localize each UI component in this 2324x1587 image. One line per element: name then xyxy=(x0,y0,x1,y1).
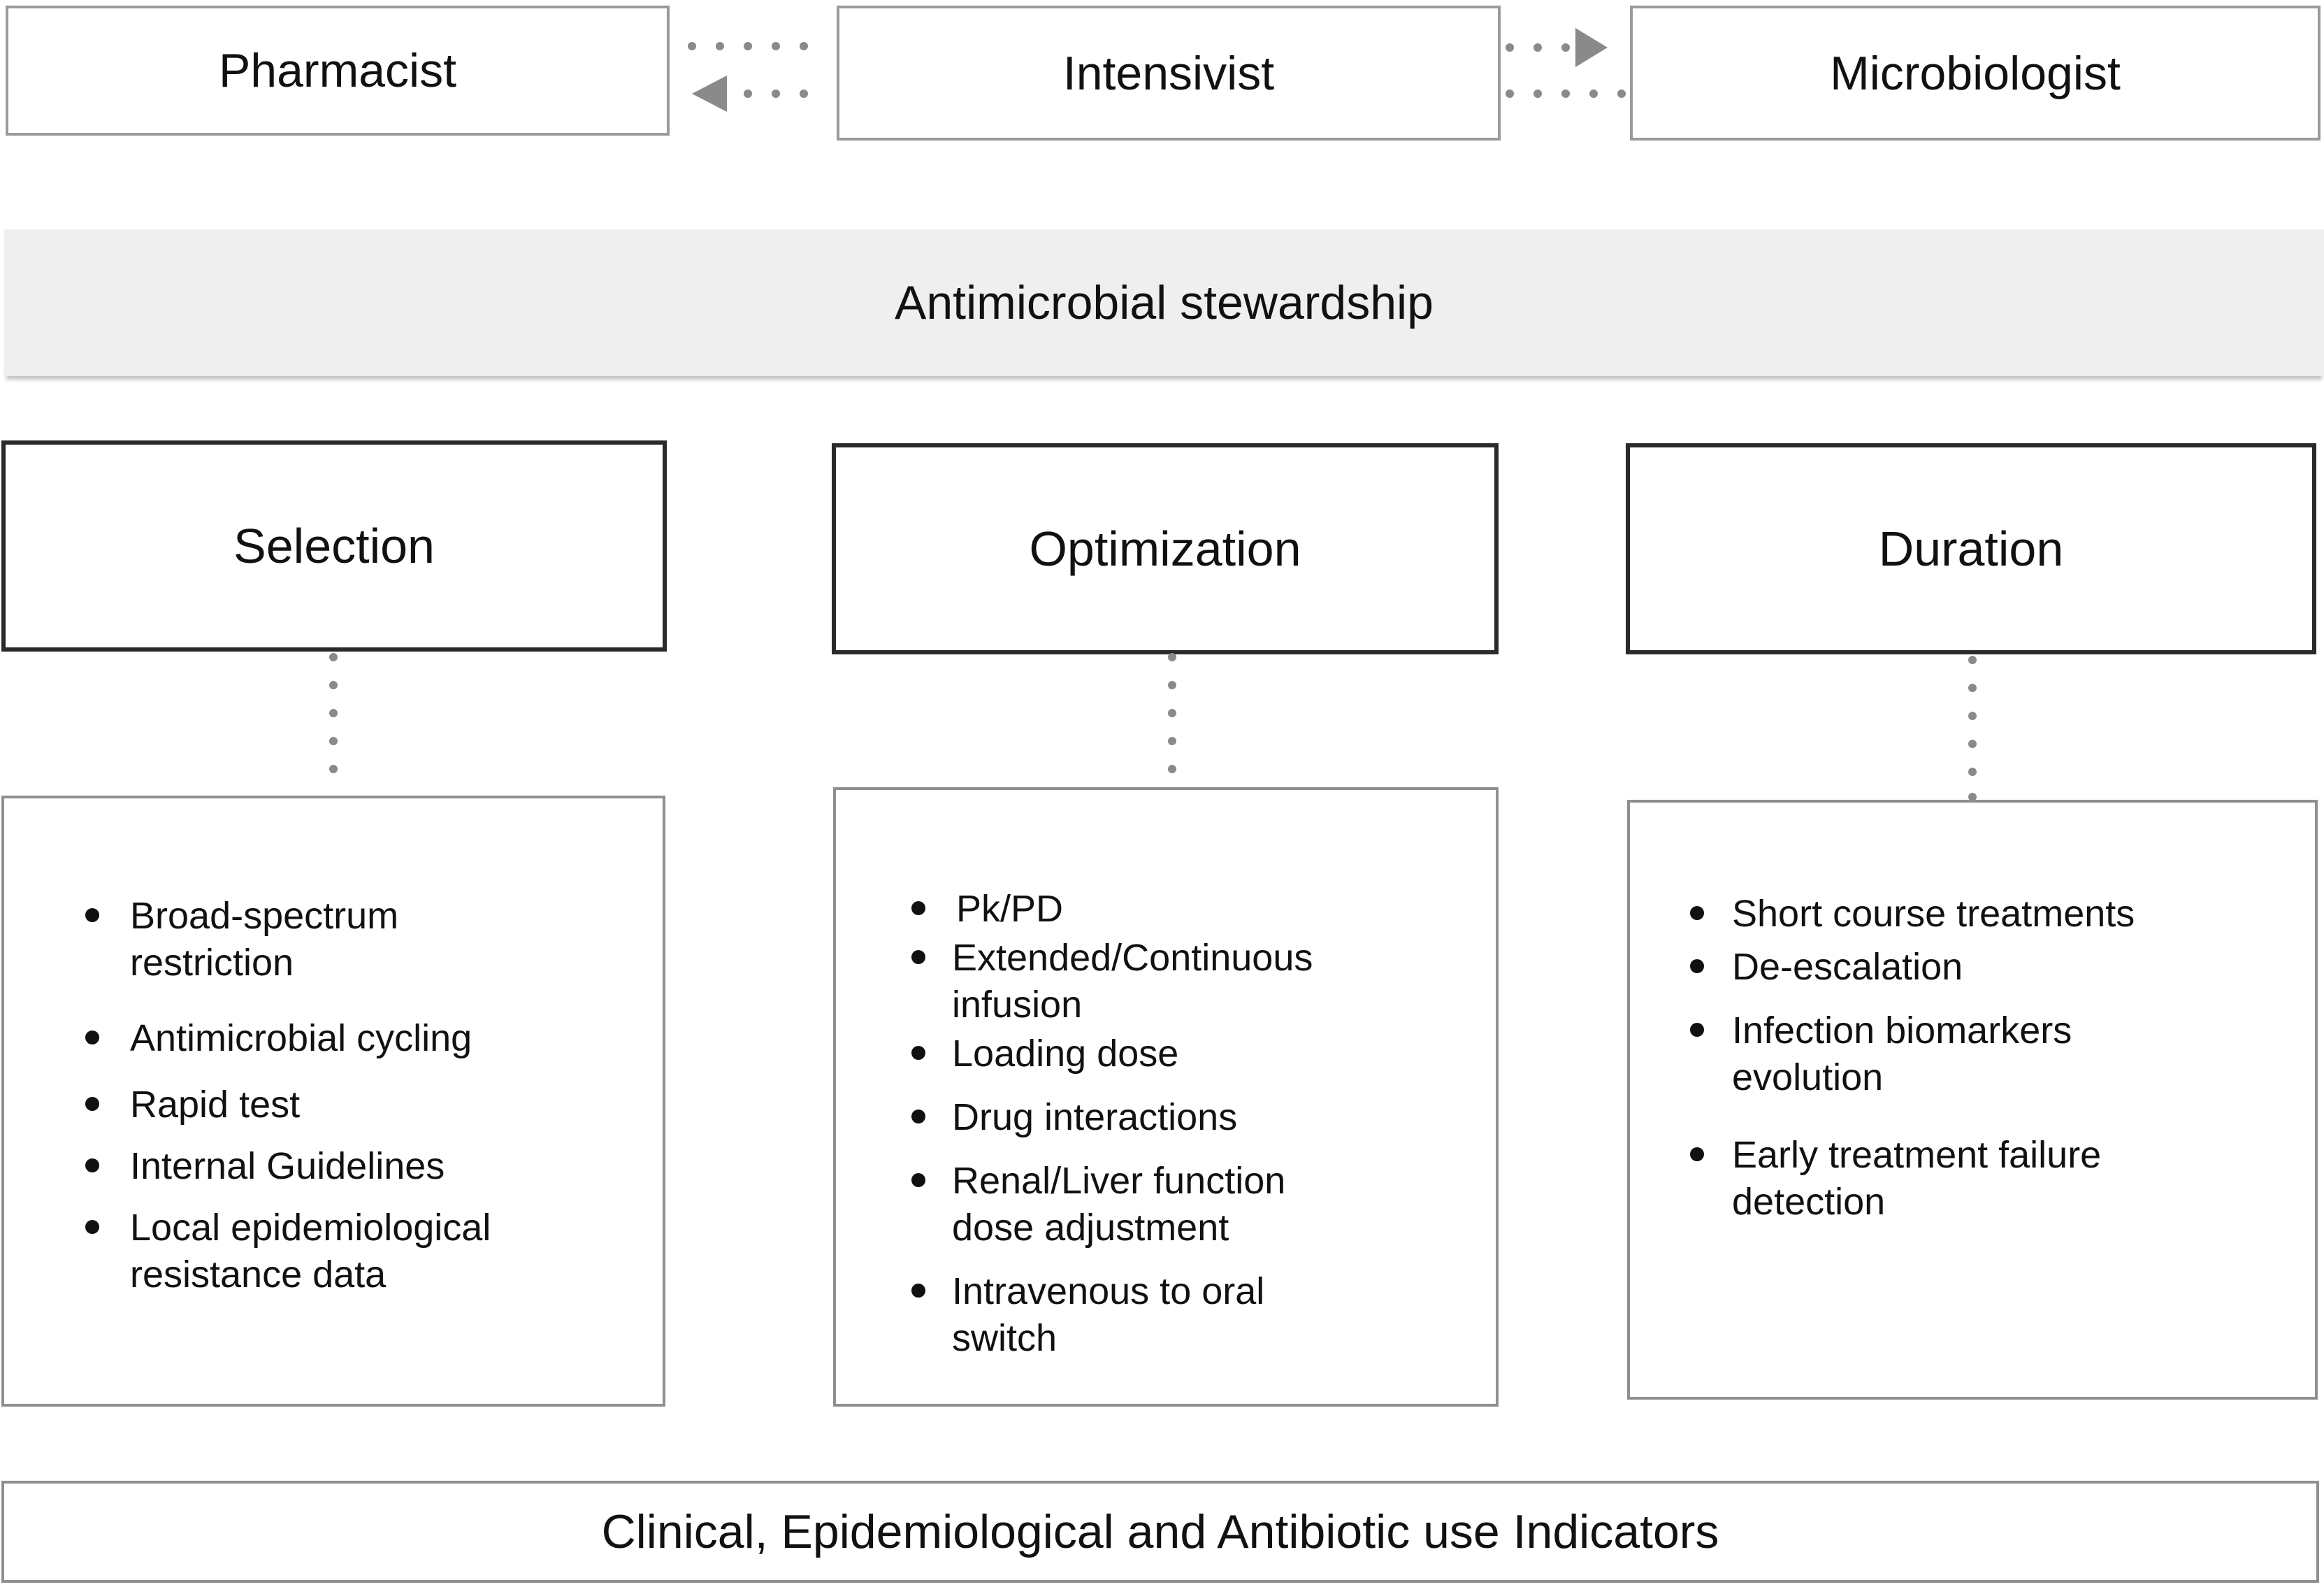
list-item: Renal/Liver function dose adjustment xyxy=(911,1158,1469,1251)
bullet-icon xyxy=(85,1031,99,1044)
dotted-connector-duration xyxy=(1968,656,1977,801)
microbiologist-box: Microbiologist xyxy=(1630,6,2321,141)
list-item-text: Rapid test xyxy=(130,1084,301,1126)
list-item-text: Broad-spectrum restriction xyxy=(130,895,399,984)
list-item-text: Internal Guidelines xyxy=(130,1145,445,1187)
bullet-icon xyxy=(1690,906,1704,920)
list-item-text: Local epidemiological resistance data xyxy=(130,1207,491,1295)
bullet-icon xyxy=(1690,1147,1704,1161)
list-item-text: Drug interactions xyxy=(952,1096,1238,1138)
bullet-icon xyxy=(85,1158,99,1172)
bullet-icon xyxy=(1690,959,1704,973)
list-item: Extended/Continuous infusion xyxy=(911,935,1469,1028)
optimization-list: Pk/PD Extended/Continuous infusion Loadi… xyxy=(911,886,1469,1362)
list-item-text: Renal/Liver function dose adjustment xyxy=(952,1160,1286,1249)
arrow-right-icon xyxy=(1575,28,1608,67)
bullet-icon xyxy=(85,1220,99,1234)
intensivist-box: Intensivist xyxy=(837,6,1501,141)
list-item: Pk/PD xyxy=(911,886,1469,933)
list-item-text: Extended/Continuous infusion xyxy=(952,937,1313,1026)
dotted-connector-optimization xyxy=(1168,653,1176,773)
selection-title: Selection xyxy=(233,519,435,573)
list-item-text: Antimicrobial cycling xyxy=(130,1017,472,1059)
list-item-text: Pk/PD xyxy=(956,888,1064,930)
list-item: Broad-spectrum restriction xyxy=(85,893,647,986)
intensivist-label: Intensivist xyxy=(1062,46,1275,100)
dotted-connector-selection xyxy=(329,653,338,773)
selection-details-box: Broad-spectrum restriction Antimicrobial… xyxy=(1,796,665,1407)
pharmacist-box: Pharmacist xyxy=(6,6,670,136)
list-item-text: Early treatment failure detection xyxy=(1732,1134,2102,1223)
bullet-icon xyxy=(911,1173,925,1187)
list-item: Early treatment failure detection xyxy=(1690,1132,2291,1226)
list-item: Drug interactions xyxy=(911,1094,1469,1141)
optimization-title: Optimization xyxy=(1029,522,1301,576)
selection-list: Broad-spectrum restriction Antimicrobial… xyxy=(85,893,647,1298)
list-item-text: De-escalation xyxy=(1732,946,1963,988)
dotted-connector-intensivist-microbiologist xyxy=(1506,28,1626,98)
optimization-header: Optimization xyxy=(832,443,1499,654)
list-item-text: Intravenous to oral switch xyxy=(952,1270,1265,1359)
duration-details-box: Short course treatments De-escalation In… xyxy=(1627,800,2318,1400)
duration-header: Duration xyxy=(1626,443,2316,654)
pharmacist-label: Pharmacist xyxy=(218,44,457,97)
microbiologist-label: Microbiologist xyxy=(1830,46,2121,100)
bullet-icon xyxy=(1690,1023,1704,1037)
list-item: Intravenous to oral switch xyxy=(911,1268,1469,1362)
list-item: De-escalation xyxy=(1690,944,2291,991)
bullet-icon xyxy=(85,908,99,922)
list-item: Loading dose xyxy=(911,1031,1469,1077)
stewardship-banner: Antimicrobial stewardship xyxy=(4,229,2324,376)
list-item: Local epidemiological resistance data xyxy=(85,1205,647,1298)
arrow-left-icon xyxy=(692,76,727,112)
bullet-icon xyxy=(911,1284,925,1298)
list-item: Short course treatments xyxy=(1690,891,2291,938)
bullet-icon xyxy=(911,1046,925,1060)
duration-list: Short course treatments De-escalation In… xyxy=(1690,891,2291,1226)
list-item: Antimicrobial cycling xyxy=(85,1015,647,1062)
bullet-icon xyxy=(85,1097,99,1111)
selection-header: Selection xyxy=(1,440,667,652)
list-item: Rapid test xyxy=(85,1082,647,1128)
optimization-details-box: Pk/PD Extended/Continuous infusion Loadi… xyxy=(833,787,1499,1407)
duration-title: Duration xyxy=(1878,522,2064,576)
bullet-icon xyxy=(911,950,925,964)
indicators-label: Clinical, Epidemiological and Antibiotic… xyxy=(601,1505,1719,1558)
dotted-connector-pharmacist-intensivist xyxy=(688,42,808,112)
list-item-text: Infection biomarkers evolution xyxy=(1732,1010,2072,1098)
list-item: Infection biomarkers evolution xyxy=(1690,1007,2291,1101)
list-item-text: Short course treatments xyxy=(1732,893,2135,935)
list-item: Internal Guidelines xyxy=(85,1143,647,1190)
indicators-box: Clinical, Epidemiological and Antibiotic… xyxy=(1,1481,2319,1583)
bullet-icon xyxy=(911,901,925,915)
bullet-icon xyxy=(911,1110,925,1123)
stewardship-label: Antimicrobial stewardship xyxy=(895,276,1434,329)
list-item-text: Loading dose xyxy=(952,1033,1179,1075)
